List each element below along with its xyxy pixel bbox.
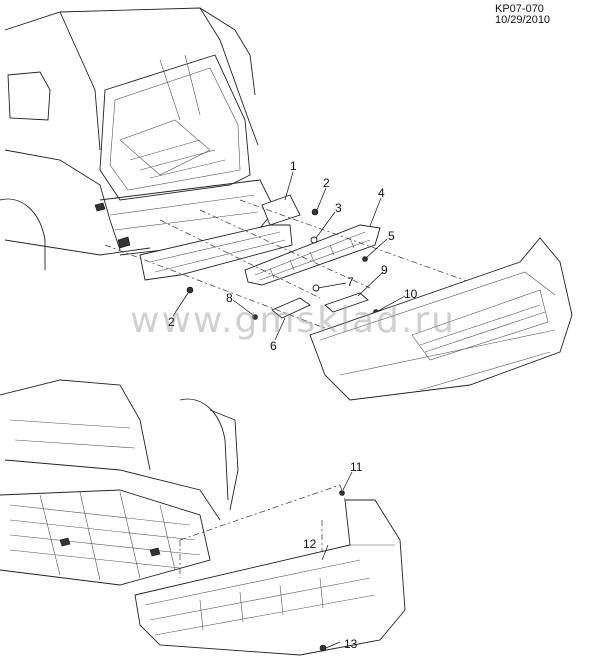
vehicle-rear-body-top [0,7,276,270]
callout-2-lower: 2 [168,315,175,329]
bumper-brackets [271,292,369,319]
callout-5: 5 [388,229,395,243]
bumper-fascia-top [309,237,573,401]
leader-lines-bottom [321,471,353,649]
callout-11: 11 [350,460,363,474]
fasteners-bottom [319,490,345,652]
callout-7: 7 [347,275,354,289]
leader-lines-top [172,171,406,341]
callout-12: 12 [303,537,317,551]
callout-13: 13 [344,637,358,651]
callout-6: 6 [270,339,277,353]
callout-3: 3 [335,201,342,215]
fasteners-top [186,208,379,320]
callout-4: 4 [378,186,385,200]
vehicle-rear-body-bottom [0,379,239,586]
watermark: www.gmsklad.ru [130,300,456,341]
bumper-fascia-bottom [134,499,406,656]
impact-bar [139,194,301,281]
diagram-reference: KP07-070 10/29/2010 [495,3,551,26]
callout-2: 2 [323,176,330,190]
callout-9: 9 [381,263,388,277]
callout-8: 8 [226,291,233,305]
callout-10: 10 [404,287,418,301]
callout-1: 1 [290,159,297,173]
energy-absorber [244,224,381,286]
